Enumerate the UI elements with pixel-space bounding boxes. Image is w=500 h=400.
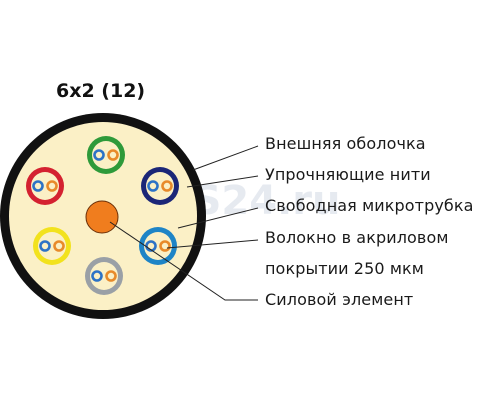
cable-title: 6х2 (12) — [56, 80, 146, 102]
leader-outer-jacket — [192, 145, 259, 171]
leader-loose-tube — [177, 207, 259, 229]
leader-strength-member — [109, 221, 258, 301]
label-fiber-line1: Волокно в акриловом — [265, 228, 449, 247]
label-outer-jacket: Внешняя оболочка — [265, 134, 426, 153]
tube-red — [26, 167, 64, 205]
tube-yellow — [33, 227, 71, 265]
label-strength-member: Силовой элемент — [265, 290, 414, 309]
leader-fiber — [166, 239, 259, 249]
tube-blue — [139, 227, 177, 265]
tube-navy — [141, 167, 179, 205]
label-loose-tube: Свободная микротрубка — [265, 196, 474, 215]
label-fiber-line2: покрытии 250 мкм — [265, 259, 424, 278]
label-strength-yarns: Упрочняющие нити — [265, 165, 431, 184]
leader-strength-yarns — [186, 175, 259, 188]
tube-grey — [85, 257, 123, 295]
tube-green — [87, 136, 125, 174]
strength-member — [85, 200, 119, 234]
